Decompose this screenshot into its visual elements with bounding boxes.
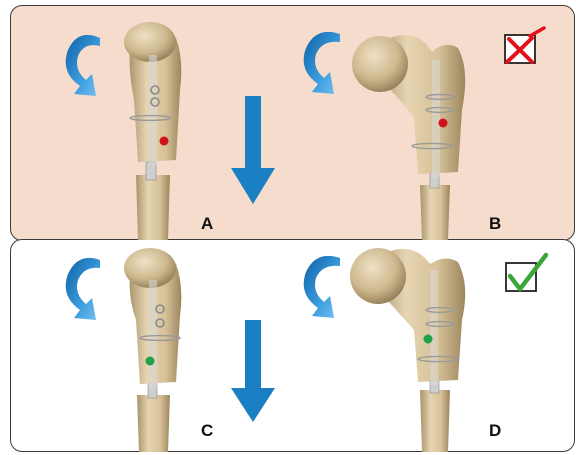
- panel-label-d: D: [489, 421, 501, 441]
- panel-label-b: B: [489, 214, 501, 234]
- panel-label-a: A: [201, 214, 213, 234]
- incorrect-panel: [10, 5, 575, 241]
- panel-label-c: C: [201, 421, 213, 441]
